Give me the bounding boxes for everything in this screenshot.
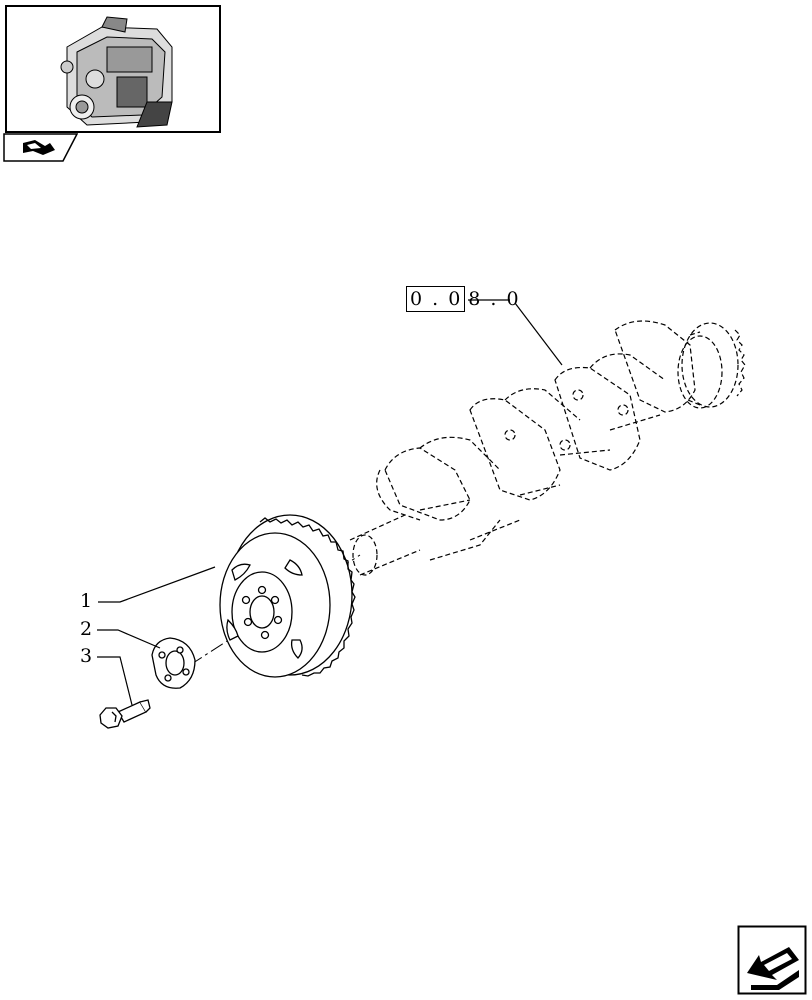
reference-code-box[interactable] xyxy=(406,286,465,312)
next-page-arrow-icon xyxy=(747,947,799,990)
next-page-arrow-button[interactable] xyxy=(737,925,807,995)
leader-1 xyxy=(98,566,216,603)
washer-part[interactable] xyxy=(151,637,196,689)
reference-code-boxed: 0 . 0 xyxy=(410,288,463,310)
leader-ref xyxy=(514,302,563,366)
callout-3: 3 xyxy=(80,645,93,667)
leader-2 xyxy=(97,629,161,649)
engine-thumbnail xyxy=(5,5,221,133)
callout-2: 2 xyxy=(80,618,93,640)
crankshaft-phantom xyxy=(349,320,746,576)
reference-code-tail: 8 . 0 xyxy=(468,288,521,310)
callout-1: 1 xyxy=(80,590,93,612)
leader-lines xyxy=(97,299,563,706)
bolt-part[interactable] xyxy=(99,699,151,729)
book-arrow-icon xyxy=(23,140,55,155)
leader-3 xyxy=(97,656,133,706)
book-arrow-tab[interactable] xyxy=(3,133,78,163)
pulley-part[interactable] xyxy=(219,514,356,678)
engine-thumbnail-icon xyxy=(60,16,173,128)
